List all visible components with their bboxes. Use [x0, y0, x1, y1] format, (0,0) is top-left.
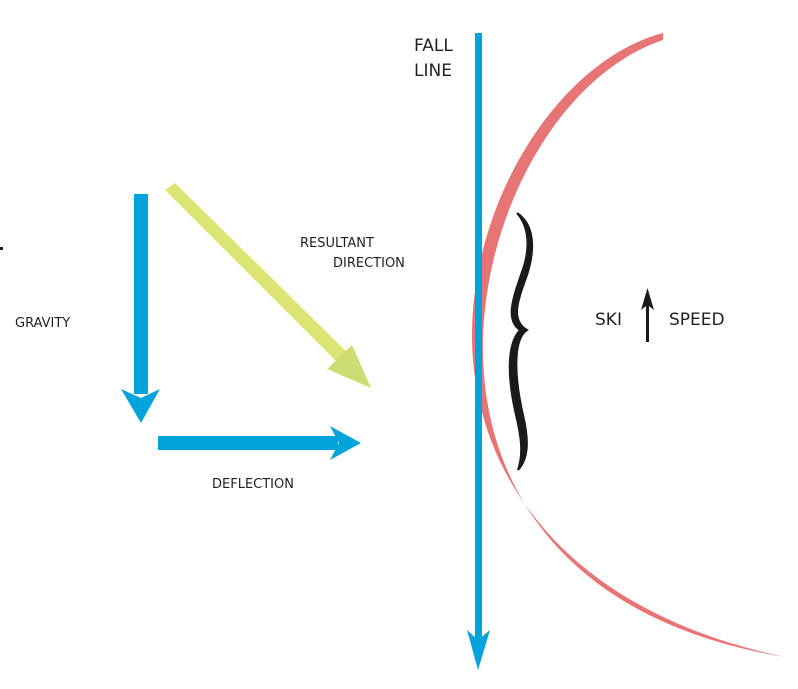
- fall-line-label-2: LINE: [414, 61, 452, 81]
- deflection-label: DEFLECTION: [212, 477, 294, 492]
- fall-line-arrow: [467, 33, 490, 670]
- brace-icon: [508, 212, 534, 471]
- resultant-direction-arrow: [165, 183, 371, 388]
- gravity-arrow: [121, 194, 160, 423]
- speed-label: SPEED: [669, 310, 725, 330]
- fall-line-label-1: FALL: [414, 36, 453, 56]
- deflection-arrow: [158, 426, 361, 460]
- gravity-label: GRAVITY: [15, 316, 71, 331]
- arrow-up-icon: [641, 288, 654, 342]
- tick-mark: [0, 247, 3, 250]
- ski-label: SKI: [595, 310, 622, 330]
- resultant-label-2: DIRECTION: [333, 256, 405, 271]
- resultant-label-1: RESULTANT: [300, 236, 374, 251]
